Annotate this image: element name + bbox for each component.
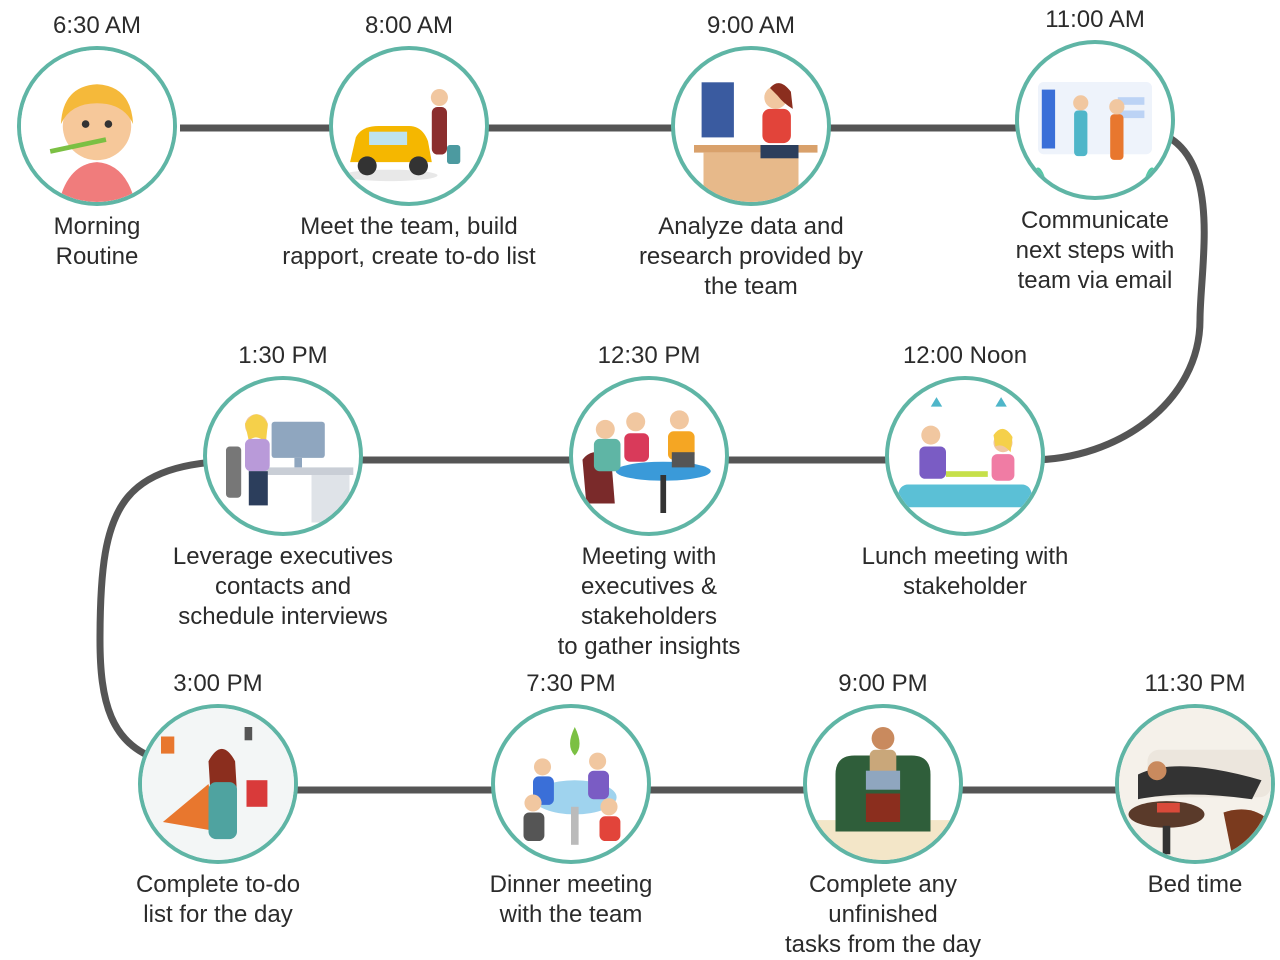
node-time: 12:00 Noon xyxy=(902,342,1028,369)
node-desc-line: list for the day xyxy=(143,901,293,928)
toothbrush-illustration-icon xyxy=(17,46,177,206)
day-timeline-diagram: 6:30 AM Morning Routine 8:00 AM xyxy=(0,6,1280,958)
node-desc-line: research provided by xyxy=(638,243,864,270)
node-time: 11:00 AM xyxy=(1045,6,1145,33)
node-desc-line: Bed time xyxy=(1147,871,1243,898)
node-time: 1:30 PM xyxy=(238,342,328,369)
node-desc-line: team via email xyxy=(1017,267,1173,294)
laptop-armchair-illustration-icon xyxy=(803,704,963,864)
timeline-node-leverage-contacts: 1:30 PM Leverage executives contacts and… xyxy=(153,342,413,632)
node-desc-line: Analyze data and xyxy=(658,213,844,240)
node-desc-line: Morning xyxy=(53,213,141,240)
node-desc-line: the team xyxy=(704,273,798,300)
node-desc-line: rapport, create to-do list xyxy=(282,243,536,270)
node-time: 9:00 PM xyxy=(838,670,928,697)
node-time: 11:30 PM xyxy=(1144,670,1246,697)
timeline-node-analyze-data: 9:00 AM Analyze data and research provid… xyxy=(621,12,881,302)
multitasking-illustration-icon xyxy=(138,704,298,864)
node-desc-line: Leverage executives xyxy=(172,543,394,570)
office-desk-illustration-icon xyxy=(203,376,363,536)
timeline-node-executive-meeting: 12:30 PM Meeting with executives & stake… xyxy=(519,342,779,662)
node-desc-line: Communicate xyxy=(1020,207,1170,234)
node-desc-line: Meet the team, build xyxy=(300,213,518,240)
node-desc-line: next steps with xyxy=(1015,237,1175,264)
node-desc-line: stakeholder xyxy=(902,573,1028,600)
timeline-node-complete-todo: 3:00 PM Complete to-do list for the day xyxy=(88,670,348,930)
taxi-commute-illustration-icon xyxy=(329,46,489,206)
node-desc-line: Dinner meeting xyxy=(489,871,653,898)
timeline-node-meet-team: 8:00 AM Meet the team, build rapport, cr… xyxy=(279,12,539,272)
node-time: 12:30 PM xyxy=(597,342,701,369)
desk-computer-illustration-icon xyxy=(671,46,831,206)
timeline-node-lunch-meeting: 12:00 Noon Lunch meeting with stakeholde… xyxy=(835,342,1095,602)
node-desc-line: contacts and xyxy=(214,573,352,600)
timeline-node-communicate: 11:00 AM Communicate next steps with tea… xyxy=(965,6,1225,296)
group-meeting-illustration-icon xyxy=(569,376,729,536)
dinner-meeting-illustration-icon xyxy=(491,704,651,864)
lunch-meeting-illustration-icon xyxy=(885,376,1045,536)
timeline-node-dinner-meeting: 7:30 PM Dinner meeting with the team xyxy=(441,670,701,930)
node-desc-line: schedule interviews xyxy=(178,603,388,630)
timeline-node-morning-routine: 6:30 AM Morning Routine xyxy=(0,12,227,272)
node-desc-line: Routine xyxy=(55,243,139,270)
node-desc-line: with the team xyxy=(499,901,643,928)
node-time: 6:30 AM xyxy=(52,12,142,39)
node-desc-line: tasks from the day xyxy=(784,931,982,958)
node-time: 9:00 AM xyxy=(706,12,796,39)
node-desc-line: Lunch meeting with xyxy=(861,543,1069,570)
resting-sofa-illustration-icon xyxy=(1115,704,1275,864)
node-desc-line: Complete any unfinished xyxy=(808,871,958,928)
node-time: 3:00 PM xyxy=(173,670,263,697)
node-desc-line: Complete to-do xyxy=(135,871,301,898)
timeline-node-unfinished-tasks: 9:00 PM Complete any unfinished tasks fr… xyxy=(753,670,1013,960)
node-desc-line: to gather insights xyxy=(557,633,741,660)
email-communication-illustration-icon xyxy=(1015,40,1175,200)
node-time: 7:30 PM xyxy=(526,670,616,697)
timeline-node-bed-time: 11:30 PM Bed time xyxy=(1065,670,1280,900)
node-desc-line: Meeting with xyxy=(581,543,717,570)
node-desc-line: executives & stakeholders xyxy=(580,573,718,630)
node-time: 8:00 AM xyxy=(364,12,454,39)
